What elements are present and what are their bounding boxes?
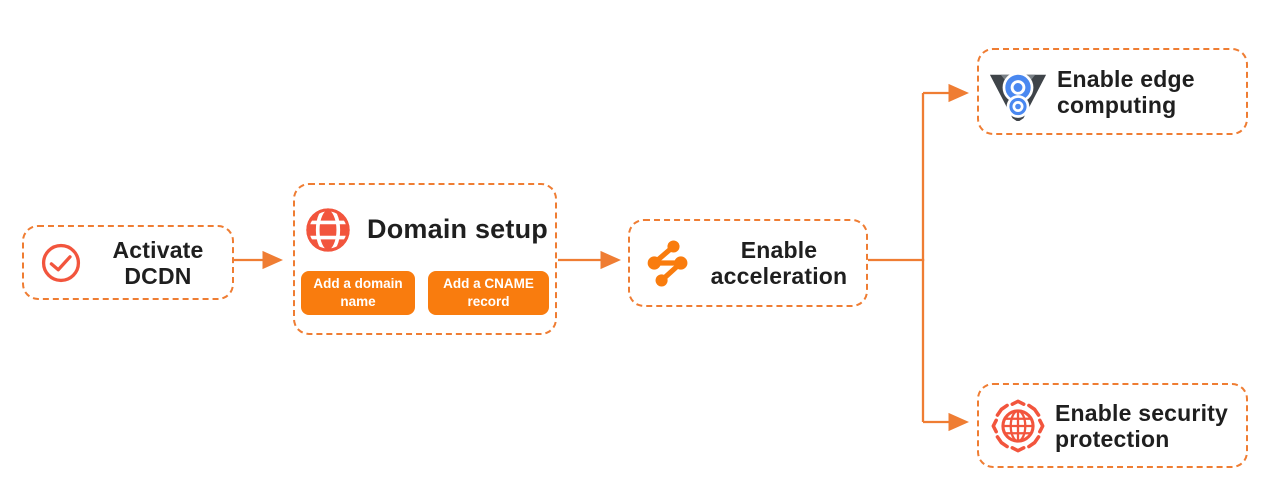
add-cname-record-button[interactable]: Add a CNAME record: [428, 270, 549, 315]
node-title: Activate DCDN: [112, 236, 204, 289]
v8-engine-icon: [989, 63, 1047, 121]
node-enable-edge-computing: Enable edge computing: [977, 48, 1248, 135]
node-title: Enable acceleration: [710, 237, 848, 289]
network-nodes-icon: [646, 237, 690, 289]
add-domain-name-button[interactable]: Add a domain name: [301, 270, 415, 315]
security-globe-icon: [991, 399, 1045, 453]
node-domain-setup: Domain setup Add a domain name Add a CNA…: [293, 183, 557, 335]
node-enable-security-protection: Enable security protection: [977, 383, 1248, 468]
domain-setup-header: Domain setup: [302, 204, 548, 256]
check-circle-icon: [39, 241, 83, 285]
globe-icon: [302, 204, 354, 256]
domain-setup-buttons: Add a domain name Add a CNAME record: [301, 270, 549, 315]
node-title: Domain setup: [367, 214, 548, 245]
node-title: Enable edge computing: [1057, 65, 1195, 118]
node-title: Enable security protection: [1055, 399, 1229, 452]
node-enable-acceleration: Enable acceleration: [628, 219, 868, 307]
node-activate-dcdn: Activate DCDN: [22, 225, 234, 300]
